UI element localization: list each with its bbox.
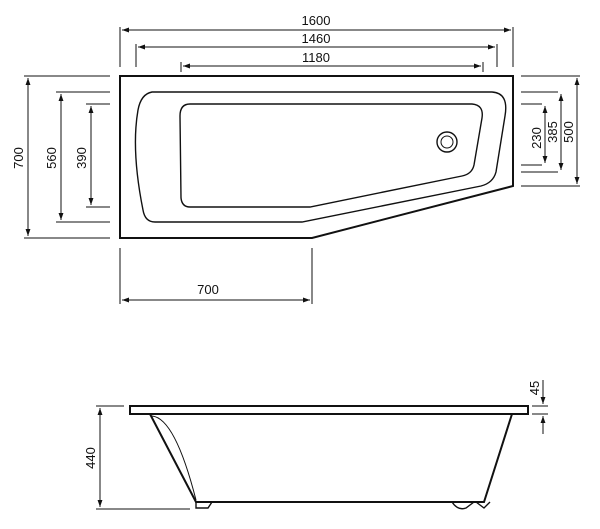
dim-label-bottom-straight: 700 bbox=[197, 282, 219, 297]
right-dimensions: 230 385 500 bbox=[521, 75, 580, 187]
tub-side-foot-right-2 bbox=[475, 501, 491, 509]
top-dimensions: 1600 1460 1180 bbox=[119, 13, 514, 72]
tub-inner-rim bbox=[134, 91, 507, 223]
tub-side-rim bbox=[129, 405, 529, 415]
drain-icon bbox=[436, 131, 458, 153]
dim-label-left-basin: 390 bbox=[74, 147, 89, 169]
dim-label-side-rim: 45 bbox=[527, 381, 542, 395]
dim-label-top-overall: 1600 bbox=[302, 13, 331, 28]
dim-label-side-height: 440 bbox=[83, 447, 98, 469]
tub-side-foot-left bbox=[195, 501, 213, 509]
dim-label-right-overall: 500 bbox=[561, 121, 576, 143]
dim-label-top-inner: 1460 bbox=[302, 31, 331, 46]
bottom-dimensions: 700 bbox=[119, 248, 313, 304]
tub-side-body bbox=[149, 413, 513, 503]
plan-view bbox=[119, 75, 514, 239]
side-dimensions: 440 45 bbox=[83, 380, 548, 510]
tub-side-inner-line bbox=[151, 415, 197, 501]
dim-label-left-overall: 700 bbox=[11, 147, 26, 169]
dim-label-right-inner: 385 bbox=[545, 121, 560, 143]
dim-label-left-inner: 560 bbox=[44, 147, 59, 169]
tub-basin-floor bbox=[179, 103, 483, 208]
tub-side-foot-right bbox=[451, 501, 475, 510]
left-dimensions: 700 560 390 bbox=[11, 75, 110, 239]
side-view bbox=[129, 405, 529, 510]
drain-inner-icon bbox=[440, 135, 454, 149]
dim-label-top-basin: 1180 bbox=[302, 50, 330, 65]
dim-label-right-basin: 230 bbox=[529, 127, 544, 149]
tub-outer-outline bbox=[119, 75, 514, 239]
